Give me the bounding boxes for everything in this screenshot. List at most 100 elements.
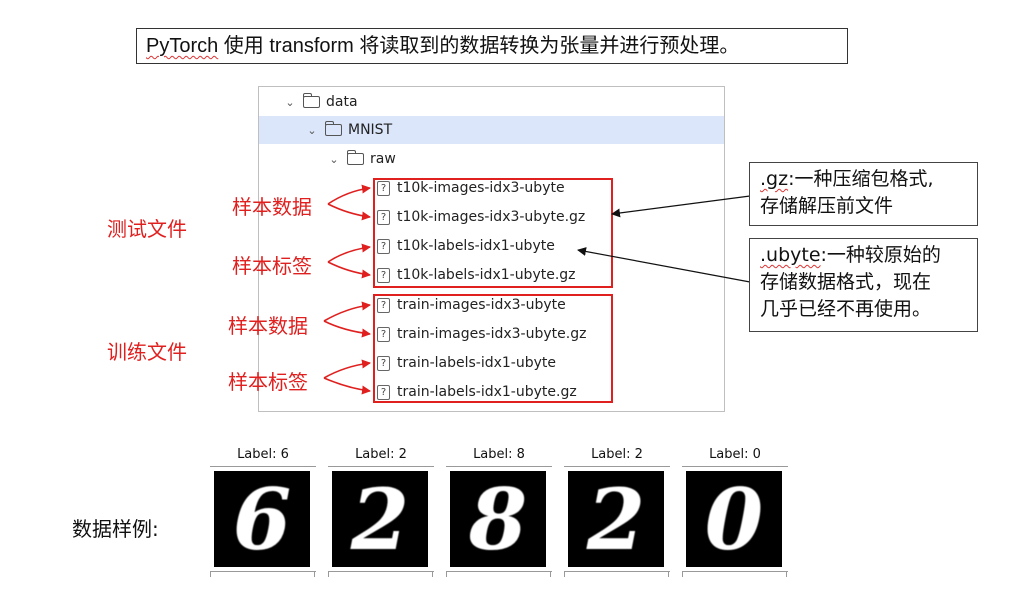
sample-label: Label: 2 bbox=[591, 447, 643, 462]
sample-item: Label: 6 6 bbox=[210, 446, 316, 577]
unknown-file-icon: ? bbox=[377, 180, 390, 196]
unknown-file-icon: ? bbox=[377, 209, 390, 225]
title-box: PyTorch 使用 transform 将读取到的数据转换为张量并进行预处理。 bbox=[136, 28, 848, 64]
axis-tick bbox=[432, 571, 433, 577]
arrow-train-labels-1 bbox=[323, 359, 371, 379]
sample-frame: 0 bbox=[682, 466, 788, 577]
gz-note-line1: :一种压缩包格式, bbox=[788, 168, 934, 190]
arrow-test-data-2 bbox=[327, 203, 371, 221]
digit-image: 2 bbox=[568, 469, 664, 569]
tree-file-label: t10k-images-idx3-ubyte.gz bbox=[397, 209, 586, 225]
digit-glyph: 6 bbox=[232, 469, 292, 569]
axis-tick bbox=[328, 571, 329, 577]
train-sample-data-label: 样本数据 bbox=[228, 314, 308, 338]
ubyte-note-line2: 存储数据格式，现在 bbox=[760, 271, 932, 293]
gz-note-line2: 存储解压前文件 bbox=[760, 195, 894, 217]
tree-folder-mnist[interactable]: ⌄ MNIST bbox=[259, 116, 724, 144]
axis-tick bbox=[550, 571, 551, 577]
arrow-train-data-2 bbox=[323, 320, 371, 338]
digit-image: 8 bbox=[450, 470, 546, 569]
digit-glyph: 2 bbox=[586, 469, 646, 569]
tree-file-label: train-images-idx3-ubyte bbox=[397, 297, 566, 313]
sample-item: Label: 0 0 bbox=[682, 446, 788, 577]
sample-frame: 6 bbox=[210, 466, 316, 577]
chevron-down-icon[interactable]: ⌄ bbox=[329, 152, 339, 166]
unknown-file-icon: ? bbox=[377, 384, 390, 400]
test-group-label: 测试文件 bbox=[107, 217, 187, 241]
sample-frame: 2 bbox=[328, 466, 434, 577]
tree-file-label: t10k-labels-idx1-ubyte bbox=[397, 238, 555, 254]
title-pytorch: PyTorch bbox=[146, 35, 219, 57]
tree-file[interactable]: ? train-labels-idx1-ubyte bbox=[259, 349, 724, 377]
tree-file[interactable]: ? train-labels-idx1-ubyte.gz bbox=[259, 378, 724, 406]
sample-item: Label: 2 2 bbox=[328, 446, 434, 577]
folder-icon bbox=[302, 93, 320, 108]
test-sample-labels-label: 样本标签 bbox=[232, 254, 312, 278]
axis-tick bbox=[210, 571, 211, 577]
sample-frame: 8 bbox=[446, 466, 552, 577]
gz-ext: .gz bbox=[760, 168, 789, 190]
digit-image: 2 bbox=[332, 469, 428, 569]
axis-tick bbox=[446, 571, 447, 577]
arrow-test-labels-1 bbox=[327, 243, 371, 263]
black-arrows bbox=[577, 195, 751, 283]
arrow-test-data-1 bbox=[327, 184, 371, 205]
gz-note: .gz:一种压缩包格式, 存储解压前文件 bbox=[749, 162, 978, 226]
tree-file[interactable]: ? t10k-labels-idx1-ubyte.gz bbox=[259, 261, 724, 289]
sample-item: Label: 8 8 bbox=[446, 446, 552, 577]
axis-tick bbox=[682, 571, 683, 577]
tree-file-label: train-images-idx3-ubyte.gz bbox=[397, 326, 587, 342]
tree-folder-label: raw bbox=[370, 151, 396, 167]
axis-tick bbox=[668, 571, 669, 577]
train-files-highlight bbox=[373, 294, 613, 403]
sample-label: Label: 8 bbox=[473, 447, 525, 462]
tree-file[interactable]: ? train-images-idx3-ubyte.gz bbox=[259, 320, 724, 348]
samples-title: 数据样例: bbox=[72, 517, 159, 541]
tree-folder-data[interactable]: ⌄ data bbox=[259, 88, 724, 116]
tree-file[interactable]: ? t10k-images-idx3-ubyte.gz bbox=[259, 203, 724, 231]
folder-icon bbox=[324, 121, 342, 136]
digit-glyph: 2 bbox=[350, 469, 410, 569]
tree-file-label: train-labels-idx1-ubyte bbox=[397, 355, 557, 371]
chevron-down-icon[interactable]: ⌄ bbox=[285, 95, 295, 109]
arrow-ubyte-note bbox=[577, 247, 751, 283]
red-arrows bbox=[323, 184, 371, 395]
unknown-file-icon: ? bbox=[377, 355, 390, 371]
unknown-file-icon: ? bbox=[377, 326, 390, 342]
arrow-gz-note bbox=[611, 195, 751, 218]
tree-file-label: t10k-labels-idx1-ubyte.gz bbox=[397, 267, 576, 283]
tree-file[interactable]: ? train-images-idx3-ubyte bbox=[259, 291, 724, 319]
tree-file[interactable]: ? t10k-images-idx3-ubyte bbox=[259, 174, 724, 202]
train-group-label: 训练文件 bbox=[107, 340, 187, 364]
ubyte-ext: .ubyte bbox=[760, 244, 821, 266]
test-sample-data-label: 样本数据 bbox=[232, 195, 312, 219]
train-sample-labels-label: 样本标签 bbox=[228, 370, 308, 394]
tree-folder-label: MNIST bbox=[348, 122, 393, 138]
tree-file-label: train-labels-idx1-ubyte.gz bbox=[397, 384, 577, 400]
digit-image: 0 bbox=[686, 469, 782, 569]
tree-folder-label: data bbox=[326, 94, 358, 110]
axis-tick bbox=[564, 571, 565, 577]
unknown-file-icon: ? bbox=[377, 238, 390, 254]
digit-image: 6 bbox=[214, 469, 310, 569]
arrow-train-data-1 bbox=[323, 301, 371, 322]
test-files-highlight bbox=[373, 178, 613, 288]
axis-tick bbox=[314, 571, 315, 577]
tree-folder-raw[interactable]: ⌄ raw bbox=[259, 145, 724, 173]
digit-glyph: 0 bbox=[704, 469, 764, 569]
arrow-test-labels-2 bbox=[327, 261, 371, 279]
sample-label: Label: 2 bbox=[355, 447, 407, 462]
chevron-down-icon[interactable]: ⌄ bbox=[307, 123, 317, 137]
sample-frame: 2 bbox=[564, 466, 670, 577]
tree-file-label: t10k-images-idx3-ubyte bbox=[397, 180, 565, 196]
ubyte-note-line3: 几乎已经不再使用。 bbox=[760, 298, 932, 320]
folder-icon bbox=[346, 150, 364, 165]
sample-item: Label: 2 2 bbox=[564, 446, 670, 577]
axis-tick bbox=[786, 571, 787, 577]
tree-file[interactable]: ? t10k-labels-idx1-ubyte bbox=[259, 232, 724, 260]
unknown-file-icon: ? bbox=[377, 297, 390, 313]
arrow-train-labels-2 bbox=[323, 377, 371, 395]
ubyte-note-line1: :一种较原始的 bbox=[820, 244, 941, 266]
sample-label: Label: 6 bbox=[237, 447, 289, 462]
